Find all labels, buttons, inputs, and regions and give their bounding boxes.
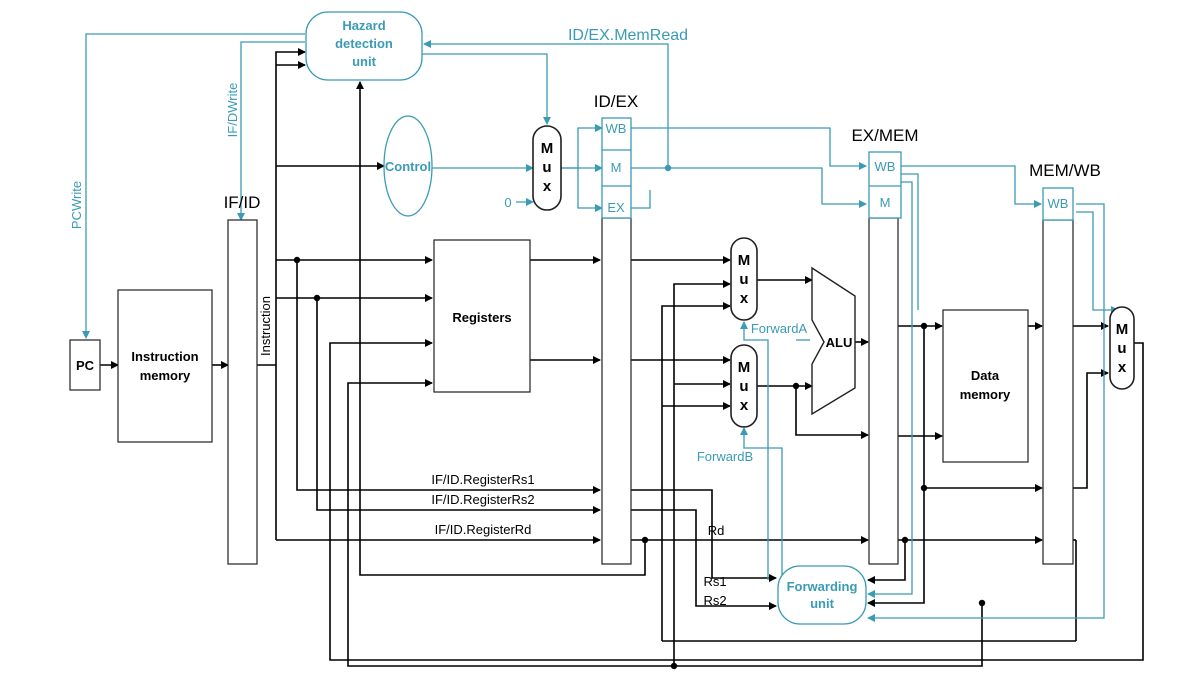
- hazard-line-2: detection: [335, 36, 393, 51]
- forward-a-mux: M u x: [730, 237, 758, 321]
- rs1-short-label: Rs1: [703, 574, 726, 589]
- rd-short-label: Rd: [708, 523, 725, 538]
- imem-line-1: Instruction: [131, 349, 198, 364]
- forwarding-line-2: unit: [810, 596, 834, 611]
- register-file: Registers: [433, 239, 531, 393]
- wb-mux-u: u: [1117, 340, 1126, 357]
- ifid-label: IF/ID: [224, 193, 261, 212]
- exmem-m: M: [880, 195, 891, 210]
- idex-label: ID/EX: [594, 92, 638, 111]
- mux-a-m: M: [738, 252, 751, 269]
- instruction-memory: Instruction memory: [117, 289, 213, 443]
- rd-label: IF/ID.RegisterRd: [435, 522, 532, 537]
- junction-dots: [293, 256, 986, 670]
- hazard-line-1: Hazard: [342, 18, 385, 33]
- imem-line-2: memory: [140, 368, 191, 383]
- datapath-wires: [100, 48, 1144, 667]
- pc-label: PC: [76, 358, 95, 373]
- forward-a-label: ForwardA: [751, 321, 808, 336]
- mux-b-x: x: [740, 397, 749, 414]
- idex-m: M: [611, 160, 622, 175]
- rs1-label: IF/ID.RegisterRs1: [431, 472, 534, 487]
- forward-b-mux: M u x: [730, 344, 758, 428]
- rs2-label: IF/ID.RegisterRs2: [431, 492, 534, 507]
- dmem-line-1: Data: [971, 368, 1000, 383]
- exmem-wb: WB: [875, 159, 896, 174]
- data-memory: Data memory: [942, 309, 1029, 463]
- control-mux-u: u: [542, 159, 551, 176]
- forward-b-label: ForwardB: [697, 449, 753, 464]
- control-mux-x: x: [543, 178, 552, 195]
- memwb-wb: WB: [1048, 196, 1069, 211]
- wb-mux-x: x: [1118, 359, 1127, 376]
- dmem-line-2: memory: [960, 387, 1011, 402]
- forwarding-line-1: Forwarding: [787, 579, 858, 594]
- exmem-register: WB M EX/MEM: [851, 126, 919, 565]
- mux-b-m: M: [738, 359, 751, 376]
- pcwrite-label: PCWrite: [69, 181, 84, 229]
- control-unit: Control: [383, 115, 433, 217]
- ifid-register: IF/ID: [224, 193, 261, 565]
- zero-label: 0: [504, 195, 511, 210]
- control-label: Control: [385, 159, 431, 174]
- memread-junction: [664, 164, 672, 172]
- memwb-label: MEM/WB: [1029, 161, 1101, 180]
- forwarding-unit: Forwarding unit: [777, 565, 867, 625]
- idex-register: WB M EX ID/EX: [594, 92, 638, 565]
- registers-label: Registers: [452, 310, 511, 325]
- writeback-mux: M u x: [1109, 306, 1135, 390]
- alu: ALU: [811, 266, 856, 416]
- control-wires: [82, 33, 1119, 622]
- hazard-detection-unit: Hazard detection unit: [305, 11, 423, 81]
- control-mux: M u x: [532, 125, 562, 211]
- pc: PC: [69, 339, 101, 391]
- ifdwrite-label: IF/DWrite: [225, 83, 240, 138]
- wb-mux-m: M: [1116, 321, 1129, 338]
- hazard-line-3: unit: [352, 54, 376, 69]
- mux-a-u: u: [739, 271, 748, 288]
- mux-a-x: x: [740, 290, 749, 307]
- control-mux-m: M: [541, 140, 554, 157]
- memwb-register: WB MEM/WB: [1029, 161, 1101, 565]
- signal-labels: ID/EX.MemRead IF/DWrite PCWrite Instruct…: [69, 27, 807, 608]
- instruction-label: Instruction: [258, 296, 273, 356]
- exmem-label: EX/MEM: [851, 126, 918, 145]
- idex-wb: WB: [606, 121, 627, 136]
- alu-label: ALU: [826, 335, 853, 350]
- mux-b-u: u: [739, 378, 748, 395]
- rs2-short-label: Rs2: [703, 593, 726, 608]
- idex-ex: EX: [607, 200, 625, 215]
- idex-memread-label: ID/EX.MemRead: [568, 27, 688, 44]
